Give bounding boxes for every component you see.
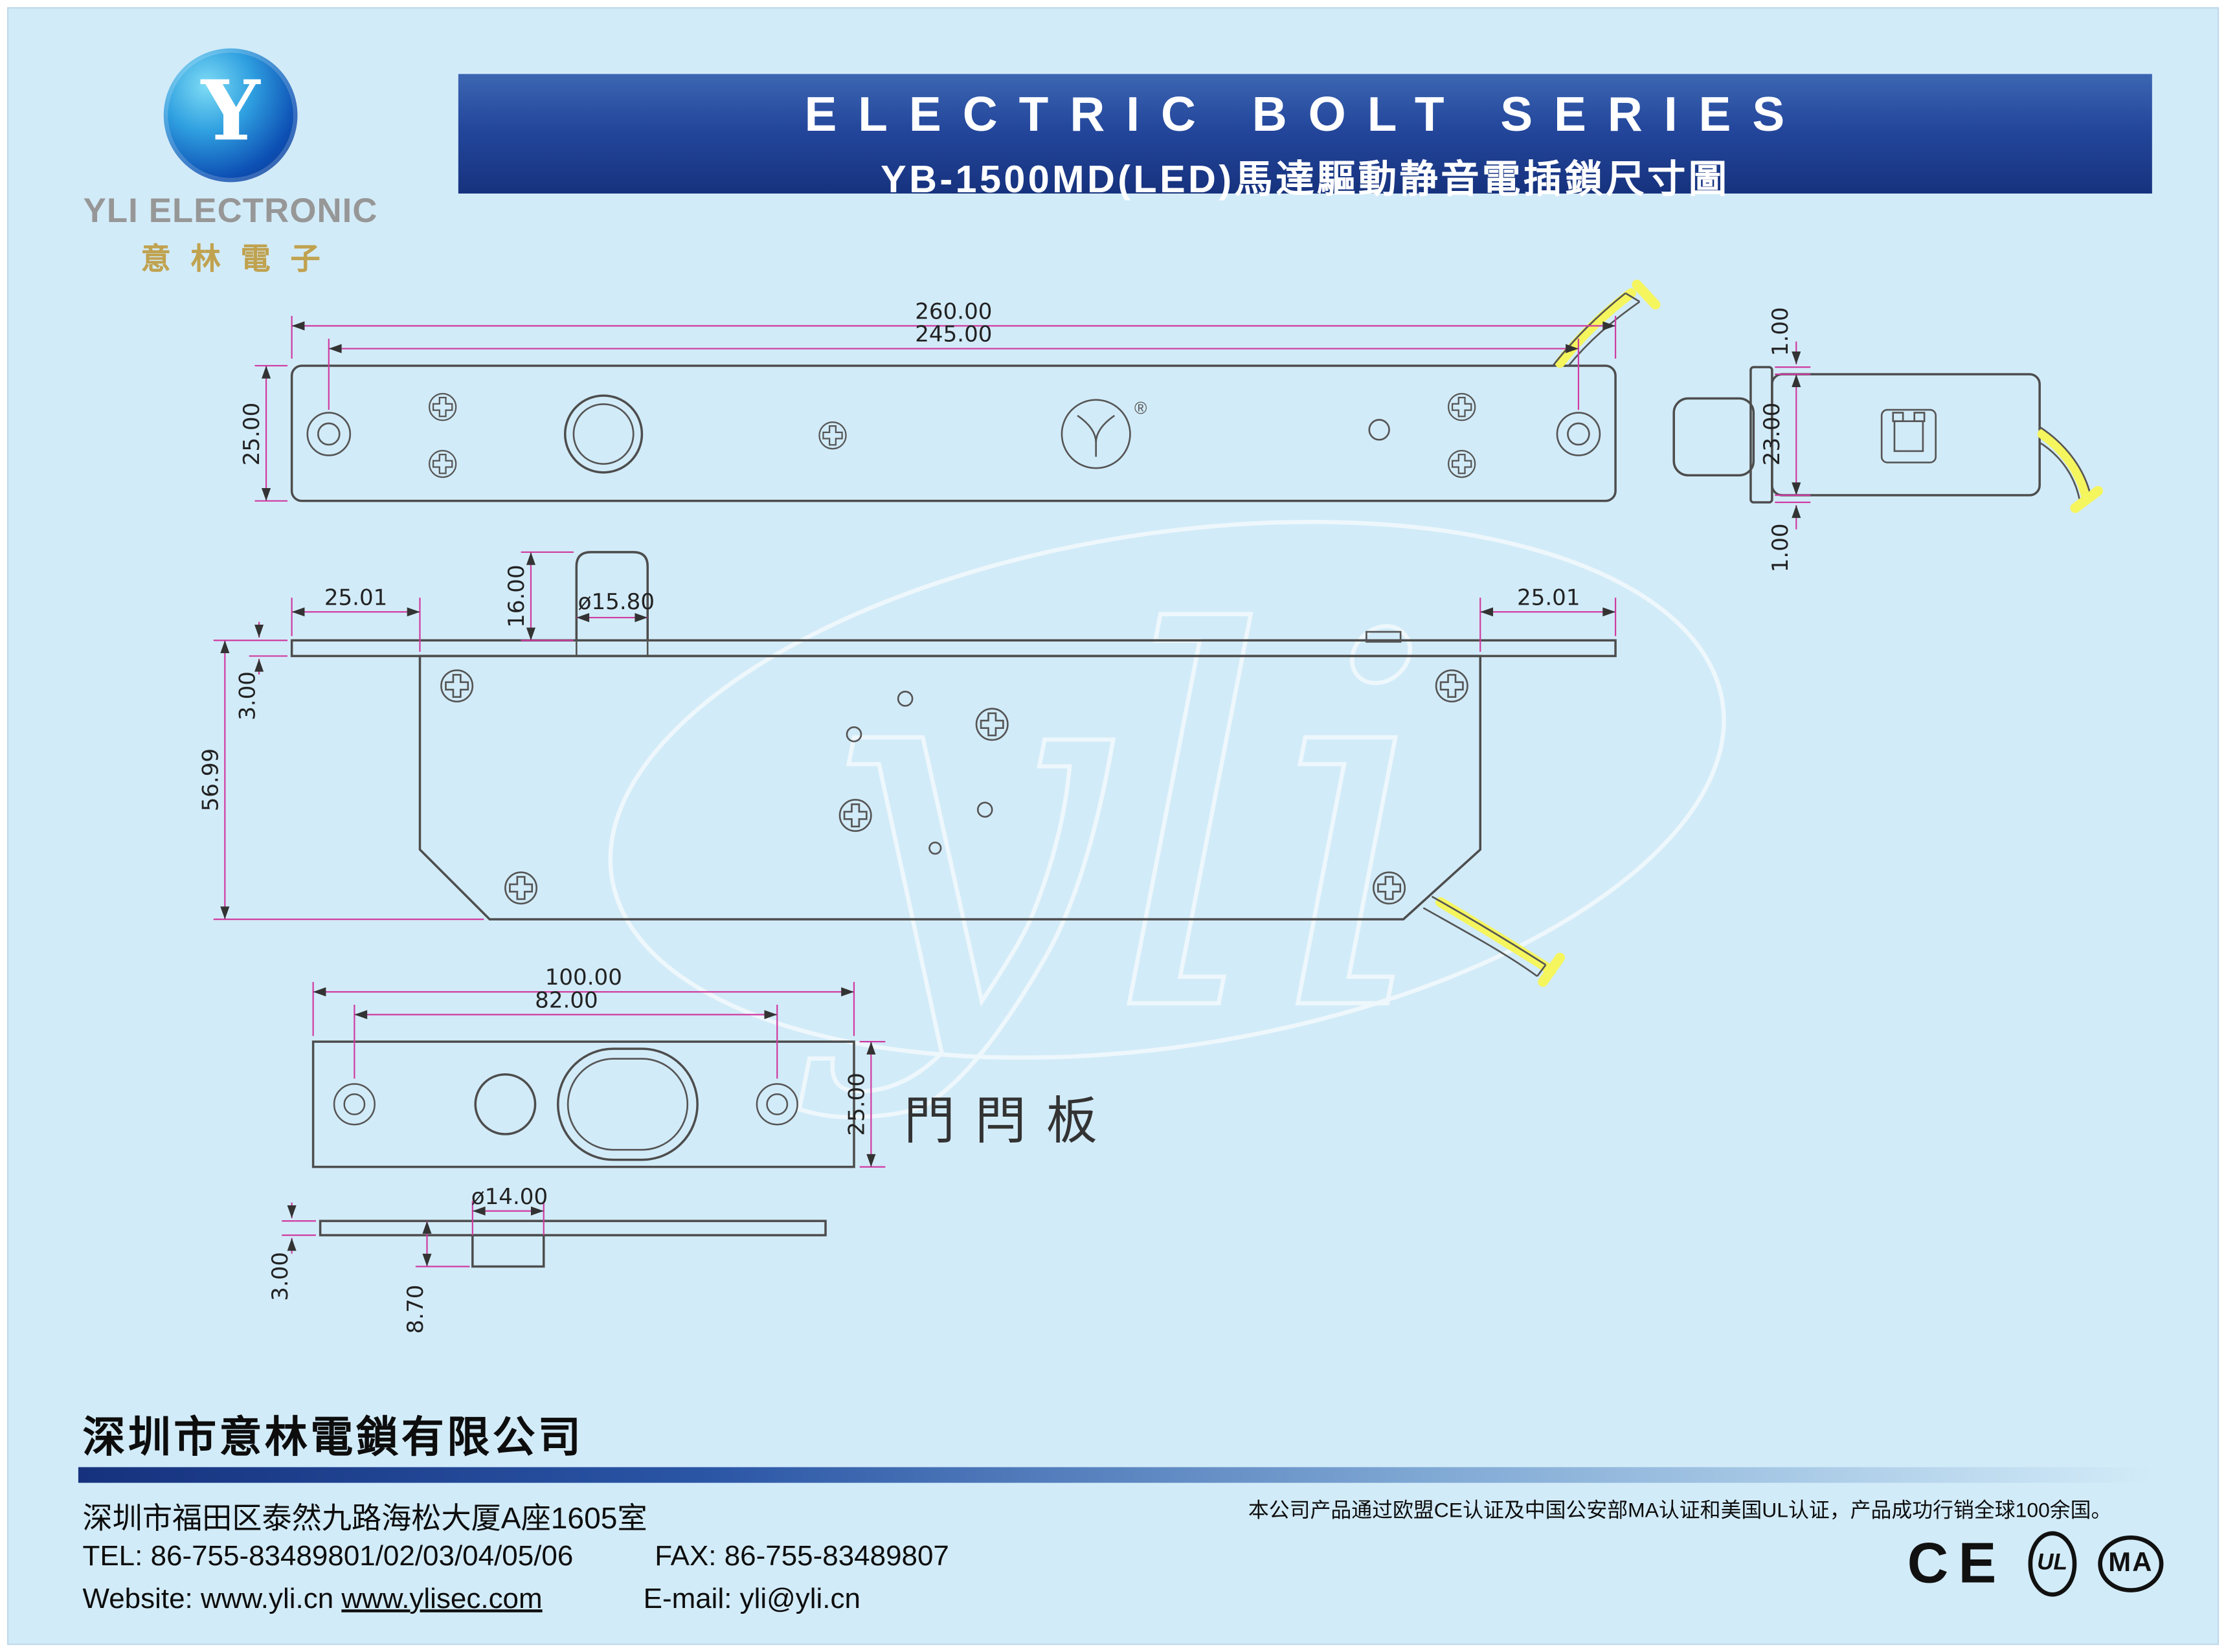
dim-faceplate-thickness: 3.00 — [234, 671, 260, 720]
footer-divider — [78, 1467, 2152, 1483]
ce-logo-icon: CE — [1907, 1532, 2007, 1595]
series-title: ELECTRIC BOLT SERIES — [804, 88, 1806, 142]
model-subtitle: YB-1500MD(LED)馬達驅動静音電插鎖尺寸圖 — [881, 158, 1730, 201]
registered-mark: ® — [1134, 399, 1147, 418]
bolt-hole — [556, 1047, 699, 1161]
strike-boss — [471, 1234, 545, 1268]
certification-note: 本公司产品通过欧盟CE认证及中国公安部MA认证和美国UL认证，产品成功行销全球1… — [1248, 1500, 2112, 1523]
cable-highlight — [2037, 429, 2092, 504]
dim-overall-length: 260.00 — [915, 298, 992, 324]
cable-highlight — [1435, 897, 1557, 976]
footer-tel: TEL: 86-755-83489801/02/03/04/05/06 — [82, 1541, 574, 1573]
dim-bolt-throw: 16.00 — [504, 564, 530, 628]
top-view: ® 260.00 245.00 — [239, 279, 1661, 502]
company-name-en: YLI ELECTRONIC — [83, 192, 378, 231]
ma-logo-icon: MA — [2098, 1535, 2164, 1592]
dim-body-height: 56.99 — [197, 748, 223, 812]
watermark: yli — [608, 520, 1726, 1126]
footer-website: Website: www.yli.cn — [82, 1583, 342, 1616]
yli-mark-y — [1077, 414, 1116, 457]
dim-offset-bottom: 1.00 — [1768, 523, 1793, 572]
dim-strike-width: 100.00 — [545, 965, 622, 990]
footer-contact-row: TEL: 86-755-83489801/02/03/04/05/06 FAX:… — [83, 1541, 1506, 1574]
dim-offset-top: 1.00 — [1768, 307, 1793, 356]
dim-strike-hole-span: 82.00 — [535, 987, 598, 1013]
lock-body-end — [1771, 373, 2041, 497]
company-name-cn: 意林電子 — [141, 243, 341, 276]
side-view: 1.00 23.00 1.00 — [1672, 307, 2103, 572]
dim-boss-diameter: ø14.00 — [471, 1184, 548, 1210]
bolt-pin — [1672, 397, 1755, 476]
lock-body — [418, 654, 1481, 921]
bolt — [575, 551, 649, 641]
dim-right-offset: 25.01 — [1517, 585, 1580, 610]
strike-plate — [311, 1040, 855, 1168]
footer-fax: FAX: 86-755-83489807 — [655, 1541, 949, 1573]
company-logo-block: Y YLI ELECTRONIC 意林電子 — [54, 48, 407, 279]
logo-letter: Y — [201, 62, 260, 160]
dim-boss-depth: 8.70 — [403, 1285, 429, 1334]
strike-plate-edge — [319, 1220, 827, 1236]
yli-logo-icon: Y — [163, 48, 298, 183]
dim-hole-span: 245.00 — [915, 322, 992, 348]
watermark-text: yli — [794, 528, 1435, 1124]
connector — [1880, 408, 1937, 463]
footer-address: 深圳市福田区泰然九路海松大厦A座1605室 — [82, 1502, 647, 1535]
title-banner: ELECTRIC BOLT SERIES YB-1500MD(LED)馬達驅動静… — [458, 74, 2152, 201]
dim-plate-height: 25.00 — [239, 403, 265, 466]
dim-bolt-diameter: ø15.80 — [578, 589, 655, 615]
dim-body-thickness: 23.00 — [1759, 403, 1785, 466]
strike-plate-label: 門閂板 — [904, 1092, 1118, 1150]
ul-logo-icon: UL — [2027, 1531, 2077, 1597]
footer-company-name: 深圳市意林電鎖有限公司 — [82, 1414, 584, 1462]
footer-website-link[interactable]: www.ylisec.com — [341, 1583, 543, 1616]
footer-email: E-mail: yli@yli.cn — [643, 1583, 860, 1616]
dim-left-offset: 25.01 — [324, 585, 388, 610]
strike-side-view: ø14.00 3.00 8.70 — [267, 1184, 827, 1334]
dim-strike-height: 25.00 — [844, 1073, 870, 1136]
front-view: 25.01 25.01 16.00 ø15.80 3.00 56.99 — [197, 551, 1617, 987]
footer-web-row: Website: www.yli.cn www.ylisec.com E-mai… — [83, 1584, 1506, 1617]
certification-logos: CE UL MA — [1907, 1531, 2164, 1597]
cable-highlight — [1555, 288, 1636, 368]
strike-plate-view: 100.00 82.00 25.00 門閂板 — [311, 965, 1118, 1168]
yli-mark-circle — [1061, 399, 1131, 469]
dim-strike-thickness: 3.00 — [267, 1252, 293, 1301]
